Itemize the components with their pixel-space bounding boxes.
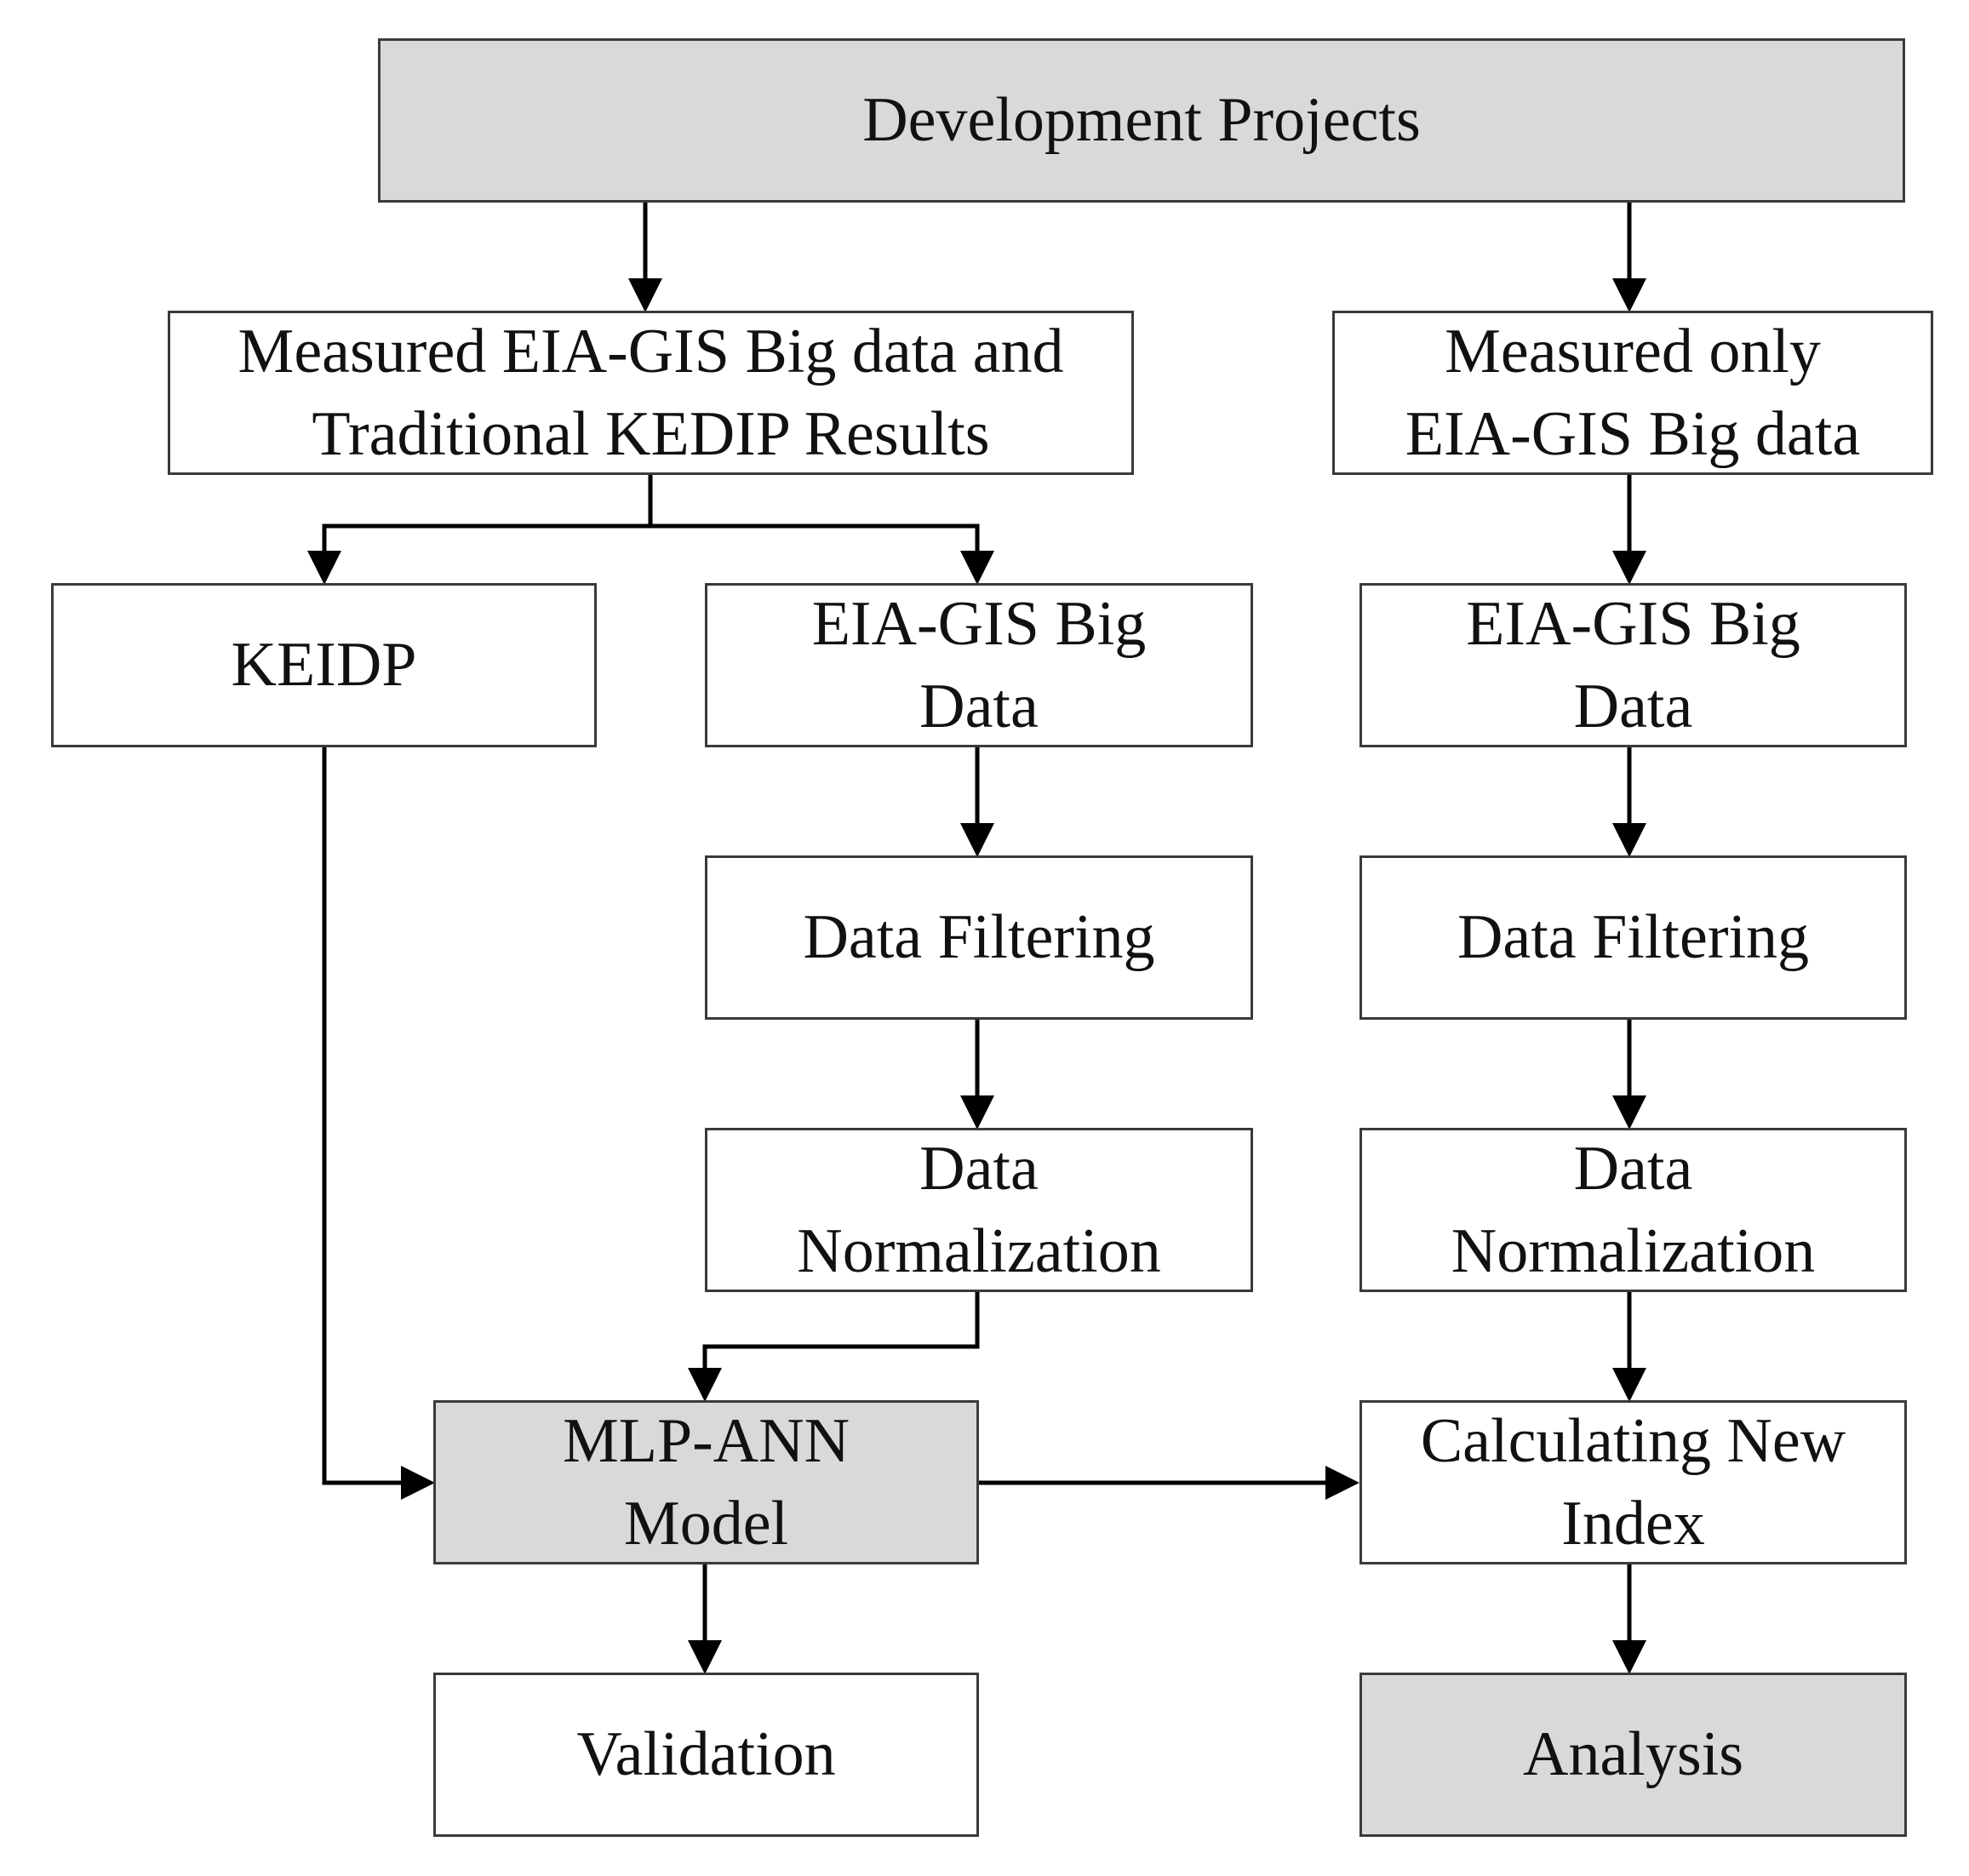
measured-only-eia-gis-label: Measured only EIA-GIS Big data [1405, 316, 1861, 469]
data-filtering-right-label: Data Filtering [1457, 902, 1810, 972]
mlp-ann-model-label: MLP-ANN Model [562, 1405, 850, 1559]
eia-gis-big-data-left-node: EIA-GIS Big Data [705, 583, 1253, 747]
analysis-node: Analysis [1359, 1673, 1907, 1837]
data-normalization-right-label: Data Normalization [1451, 1133, 1816, 1286]
edge-measured-to-eia-gis-left [650, 523, 994, 585]
eia-gis-big-data-right-node: EIA-GIS Big Data [1359, 583, 1907, 747]
eia-gis-big-data-left-label: EIA-GIS Big Data [811, 588, 1147, 741]
analysis-label: Analysis [1523, 1719, 1743, 1789]
validation-node: Validation [433, 1673, 979, 1837]
eia-gis-big-data-right-label: EIA-GIS Big Data [1466, 588, 1800, 741]
development-projects-node: Development Projects [378, 38, 1905, 203]
validation-label: Validation [576, 1719, 836, 1789]
keidp-label: KEIDP [231, 630, 417, 700]
edge-keidp-to-mlp-ann [322, 747, 435, 1500]
edge-measured-to-keidp [307, 475, 653, 585]
measured-eia-gis-kedip-node: Measured EIA-GIS Big data and Traditiona… [168, 311, 1134, 475]
measured-only-eia-gis-node: Measured only EIA-GIS Big data [1332, 311, 1933, 475]
mlp-ann-model-node: MLP-ANN Model [433, 1400, 979, 1564]
data-normalization-left-label: Data Normalization [797, 1133, 1161, 1286]
keidp-node: KEIDP [51, 583, 597, 747]
data-filtering-right-node: Data Filtering [1359, 855, 1907, 1020]
data-normalization-right-node: Data Normalization [1359, 1128, 1907, 1292]
edge-normalization-left-to-mlp-ann [688, 1292, 980, 1402]
data-normalization-left-node: Data Normalization [705, 1128, 1253, 1292]
calculating-new-index-label: Calculating New Index [1420, 1405, 1846, 1559]
development-projects-label: Development Projects [862, 85, 1421, 155]
measured-eia-gis-kedip-label: Measured EIA-GIS Big data and Traditiona… [238, 316, 1064, 469]
data-filtering-left-node: Data Filtering [705, 855, 1253, 1020]
calculating-new-index-node: Calculating New Index [1359, 1400, 1907, 1564]
data-filtering-left-label: Data Filtering [803, 902, 1155, 972]
